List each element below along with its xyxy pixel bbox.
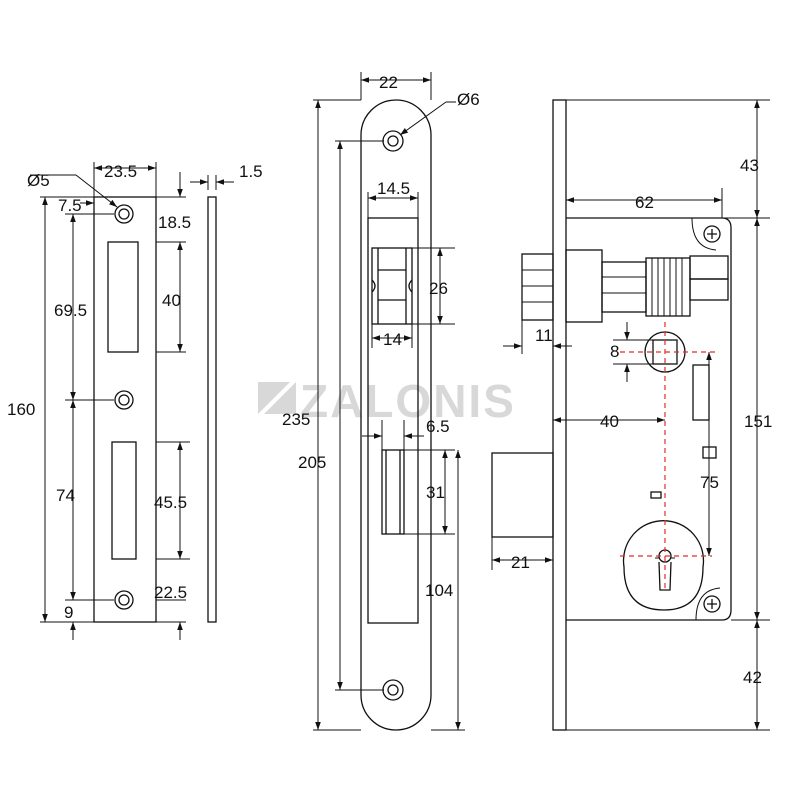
latch-tongue — [521, 253, 554, 321]
lock-faceplate-side — [552, 99, 567, 731]
strike-upper-slot — [107, 241, 139, 353]
strike-plate: Ø5 23.5 1.5 7.5 18.5 40 69.5 160 74 45.5… — [7, 162, 263, 640]
lock-body-height-label: 151 — [744, 412, 772, 431]
screw-icon — [703, 225, 721, 243]
strike-hole-diameter-label: Ø5 — [27, 171, 50, 190]
center-distance-label: 75 — [700, 473, 719, 492]
screw-icon — [703, 595, 721, 613]
strike-hole-offset-label: 7.5 — [58, 196, 82, 215]
strike-width-label: 23.5 — [104, 162, 137, 181]
lock-top-offset-label: 43 — [740, 156, 759, 175]
cylinder-area — [622, 491, 705, 611]
faceplate-outline — [360, 99, 432, 731]
strike-bottom-to-slot-label: 22.5 — [154, 583, 187, 602]
bolt-width-label: 6.5 — [426, 417, 450, 436]
bolt-projection-label: 21 — [511, 553, 530, 572]
strike-bottom-hole-inner — [118, 594, 130, 606]
latch-projection-label: 11 — [535, 326, 553, 345]
lock-body: 43 62 11 8 40 151 75 21 42 — [491, 99, 772, 731]
bolt-height-label: 31 — [426, 483, 445, 502]
faceplate: 22 Ø6 14.5 26 14 235 205 6.5 31 104 — [282, 72, 480, 731]
strike-top-hole-inner — [118, 208, 130, 220]
faceplate-hole-spacing-label: 205 — [298, 453, 326, 472]
strike-middle-hole — [114, 390, 134, 410]
faceplate-total-height-label: 235 — [282, 410, 310, 429]
bolt-offset-label: 104 — [425, 581, 453, 600]
watermark-logo-icon — [258, 382, 296, 414]
strike-hole-spacing-bottom-label: 74 — [56, 486, 75, 505]
lock-case-outline — [566, 217, 732, 621]
square-spindle-label: 8 — [610, 342, 619, 361]
faceplate-latch — [371, 247, 413, 325]
strike-top-to-slot-label: 18.5 — [158, 213, 191, 232]
faceplate-bottom-hole — [382, 679, 404, 701]
watermark: ZALONIS — [258, 375, 516, 427]
strike-bottom-hole — [114, 590, 134, 610]
strike-bottom-hole-offset-label: 9 — [64, 603, 73, 622]
latch-height-label: 26 — [429, 279, 448, 298]
watermark-text: ZALONIS — [300, 375, 516, 427]
strike-plate-side-view — [207, 196, 217, 623]
strike-top-hole — [114, 204, 134, 224]
strike-plate-outline — [93, 196, 157, 623]
bolt-outline — [381, 449, 405, 535]
lever-slot — [692, 364, 710, 421]
lock-bottom-offset-label: 42 — [743, 668, 762, 687]
faceplate-top-hole — [382, 130, 404, 152]
strike-total-height-label: 160 — [7, 400, 35, 419]
strike-lower-slot — [111, 441, 137, 560]
lock-body-depth-label: 62 — [635, 193, 654, 212]
latch-window-width-label: 14.5 — [377, 179, 410, 198]
strike-middle-hole-inner — [118, 394, 130, 406]
deadbolt — [491, 452, 554, 538]
faceplate-hole-diameter-label: Ø6 — [457, 90, 480, 109]
backset-label: 40 — [600, 412, 619, 431]
latch-width-label: 14 — [383, 330, 402, 349]
latch-outline — [371, 247, 413, 325]
strike-slot-height-label: 40 — [162, 291, 181, 310]
faceplate-width-label: 22 — [379, 73, 398, 92]
strike-thickness-label: 1.5 — [239, 162, 263, 181]
strike-lower-slot-height-label: 45.5 — [154, 493, 187, 512]
faceplate-window — [367, 217, 419, 624]
strike-hole-spacing-top-label: 69.5 — [54, 301, 87, 320]
faceplate-bottom-hole-inner — [387, 684, 399, 696]
latch-mechanism — [521, 249, 729, 323]
faceplate-top-hole-inner — [387, 135, 399, 147]
faceplate-bolt — [381, 449, 405, 535]
